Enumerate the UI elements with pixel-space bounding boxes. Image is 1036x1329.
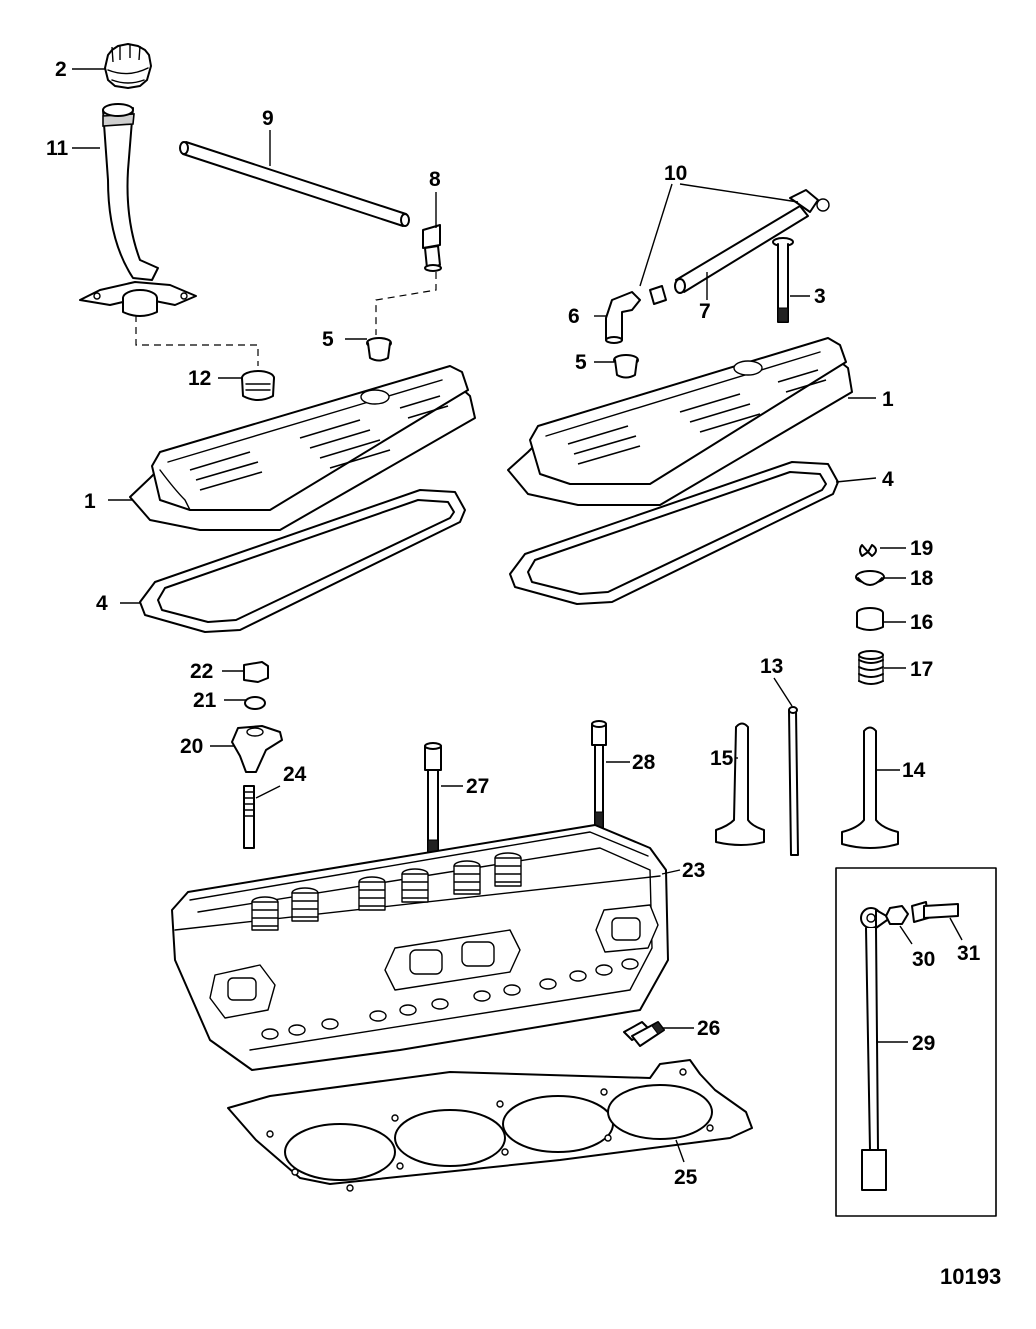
callout-27: 27	[466, 775, 489, 798]
callout-2: 2	[55, 58, 67, 81]
callout-24: 24	[283, 763, 307, 786]
callout-25: 25	[674, 1166, 698, 1189]
callout-1a: 1	[84, 490, 96, 513]
callout-13: 13	[760, 655, 783, 678]
knock-sensor-icon	[860, 907, 891, 1191]
exhaust-valve-icon	[715, 722, 765, 846]
callout-29: 29	[912, 1032, 935, 1055]
callout-22: 22	[190, 660, 213, 683]
intake-valve-icon	[841, 726, 899, 849]
callout-7: 7	[699, 300, 711, 323]
rocker-stud-icon	[243, 785, 255, 849]
callout-21: 21	[193, 689, 217, 712]
callout-8: 8	[429, 168, 441, 191]
callout-30: 30	[912, 948, 935, 971]
callout-16: 16	[910, 611, 933, 634]
callout-3: 3	[814, 285, 826, 308]
grommet-left-icon	[366, 337, 392, 362]
callout-19: 19	[910, 537, 933, 560]
callout-17: 17	[910, 658, 933, 681]
callout-15: 15	[710, 747, 734, 770]
rocker-arm-icon	[231, 725, 283, 773]
head-bolt-short-icon	[591, 720, 607, 833]
callout-labels: 2 11 9 8 10 7 3 6 5 5 12 1 1 4 4 19 18 1…	[46, 58, 1001, 1289]
callout-5a: 5	[322, 328, 334, 351]
valve-cover-left-icon	[129, 365, 476, 531]
grommet-right-icon	[613, 354, 639, 379]
valve-cover-gasket-right-icon	[509, 461, 839, 605]
pcv-valve-icon	[422, 224, 442, 272]
elbow-fitting-icon	[605, 291, 641, 344]
valve-seal-icon	[856, 607, 884, 631]
cylinder-head-icon	[171, 824, 669, 1071]
callout-20: 20	[180, 735, 203, 758]
pushrod-icon	[788, 706, 799, 856]
oil-filler-cap-icon	[104, 43, 152, 89]
sensor-bolt-icon	[911, 901, 959, 923]
sensor-nut-icon	[885, 905, 909, 925]
callout-4b: 4	[882, 468, 894, 491]
valve-cover-gasket-left-icon	[139, 489, 466, 633]
callout-4a: 4	[96, 592, 108, 615]
callout-23: 23	[682, 859, 705, 882]
rocker-nut-icon	[243, 661, 269, 683]
figure-number: 10193	[940, 1264, 1001, 1289]
callout-11: 11	[46, 137, 69, 160]
breather-hose-right-icon	[649, 189, 830, 305]
callout-9: 9	[262, 107, 274, 130]
callout-5b: 5	[575, 351, 587, 374]
rocker-ball-icon	[244, 696, 266, 710]
callout-31: 31	[957, 942, 981, 965]
callout-10: 10	[664, 162, 687, 185]
valve-spring-icon	[858, 650, 884, 685]
adapter-fitting-icon	[241, 370, 275, 401]
callout-28: 28	[632, 751, 656, 774]
callout-26: 26	[697, 1017, 720, 1040]
leader-lines	[72, 68, 963, 1163]
spring-retainer-icon	[855, 570, 885, 586]
stud-right-icon	[772, 237, 794, 323]
callout-6: 6	[568, 305, 580, 328]
head-gasket-icon	[227, 1059, 753, 1192]
valve-keeper-icon	[859, 544, 877, 557]
head-bolt-side-icon	[623, 1021, 665, 1047]
callout-14: 14	[902, 759, 926, 782]
oil-fill-tube-icon	[79, 103, 197, 317]
callout-18: 18	[910, 567, 934, 590]
pcv-hose-icon	[179, 141, 410, 227]
callout-1b: 1	[882, 388, 894, 411]
valve-cover-right-icon	[507, 337, 853, 506]
callout-12: 12	[188, 367, 211, 390]
head-bolt-long-icon	[424, 742, 442, 866]
